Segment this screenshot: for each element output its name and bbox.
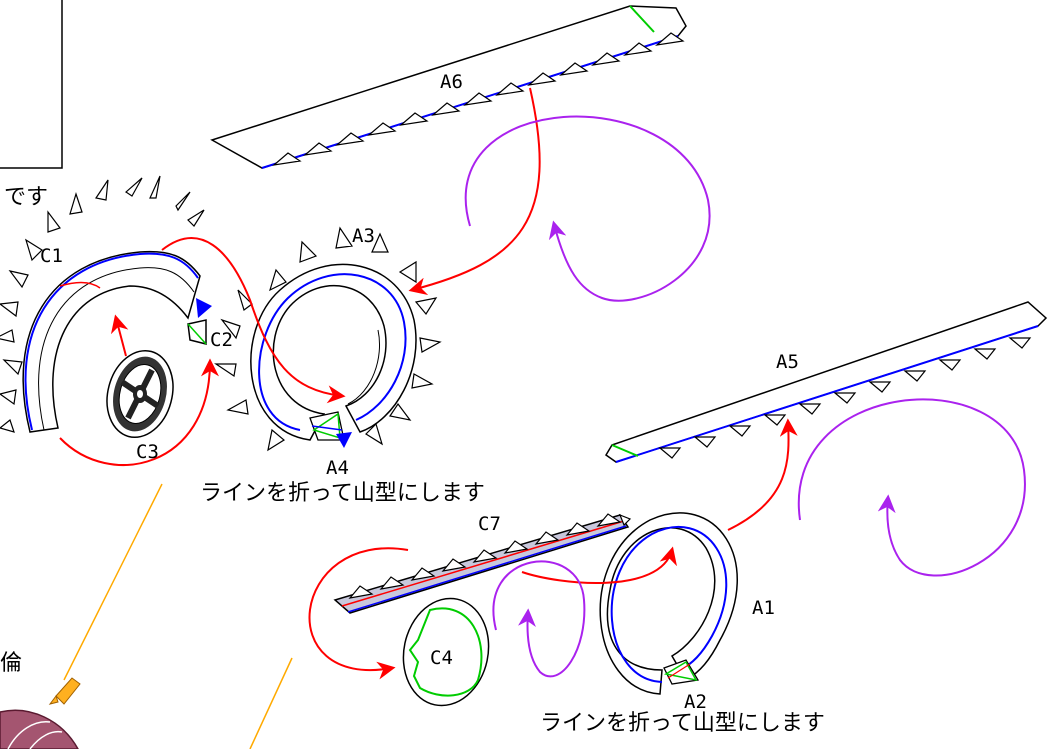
fold-note-2: ラインを折って山型にします	[540, 711, 825, 736]
part-a6-strip	[210, 5, 687, 169]
part-a1-ring	[599, 512, 738, 695]
partial-globe	[0, 709, 79, 749]
part-a3-ring	[214, 226, 442, 452]
label-a6: A6	[440, 71, 463, 93]
part-c4-oval	[402, 597, 490, 707]
label-c3: C3	[136, 441, 159, 463]
partial-frame-box	[0, 0, 63, 169]
part-c1-arc	[0, 175, 212, 433]
part-c3-wheel	[106, 349, 174, 439]
label-a1: A1	[752, 597, 775, 619]
part-c7-strip	[333, 513, 632, 614]
text-fragment-rin: 倫	[0, 651, 22, 676]
label-c2: C2	[210, 329, 233, 351]
part-a5-strip	[604, 301, 1048, 463]
label-a2: A2	[684, 691, 707, 713]
label-a3: A3	[352, 225, 375, 247]
label-c1: C1	[40, 245, 63, 267]
label-a4: A4	[326, 457, 349, 479]
label-a5: A5	[776, 351, 799, 373]
part-c2-piece	[187, 319, 207, 345]
text-fragment-desu: です	[4, 185, 48, 210]
label-c7: C7	[478, 513, 501, 535]
assembly-arrows	[59, 87, 798, 680]
pen-hand-icon	[48, 677, 81, 705]
leader-lines	[63, 483, 293, 749]
fold-note-1: ラインを折って山型にします	[200, 481, 485, 506]
label-c4: C4	[430, 647, 453, 669]
rotation-arrows	[464, 115, 1026, 678]
